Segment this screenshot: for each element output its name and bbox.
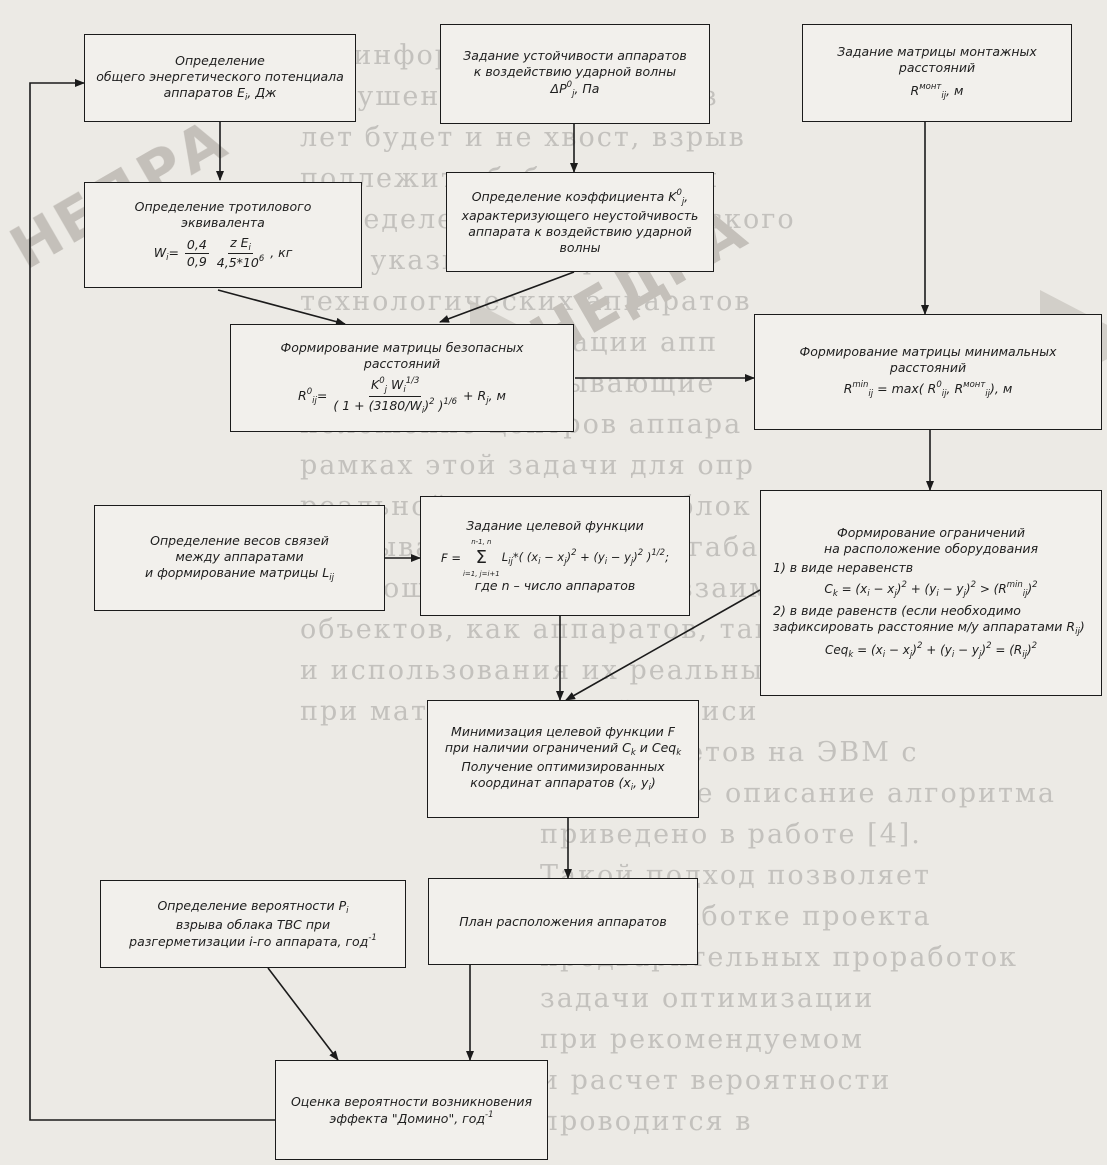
minimization-box: Минимизация целевой функции F при наличи… [427,700,699,818]
tnt-equivalent-box: Определение тротилового эквивалента Wi= … [84,182,362,288]
coef-line-2: характеризующего неустойчивость [461,207,699,223]
instability-coefficient-box: Определение коэффициента K0j, характериз… [446,172,714,272]
target-note: где n – число аппаратов [474,578,636,594]
minmat-formula: Rminij = max( R0ij, Rмонтij), м [843,380,1013,400]
stability-line-1: Задание устойчивости аппаратов [463,48,687,64]
safe-title: Формирование матрицы безопасных расстоян… [280,339,524,371]
link-weights-box: Определение весов связей между аппаратам… [94,505,385,611]
weights-line-1: Определение весов связей [150,532,329,548]
minimize-line-1: Минимизация целевой функции F [451,724,675,740]
explosion-probability-box: Определение вероятности Pi взрыва облака… [100,880,406,968]
layout-plan-box: План расположения аппаратов [428,878,698,965]
constraints-box: Формирование ограничений на расположение… [760,490,1102,696]
prob-line-2: взрыва облака ТВС при [175,916,331,932]
feedback-loop-line [29,79,280,1121]
weights-line-2: между аппаратами [175,548,304,564]
mount-title: Задание матрицы монтажных расстояний [837,44,1037,76]
constraint-eq-formula: Ceqk = (xi − xj)2 + (yi − yj)2 = (Rij)2 [824,641,1038,661]
constraint-ineq-label: 1) в виде неравенств [773,559,914,575]
minmat-title: Формирование матрицы минимальных расстоя… [799,344,1057,376]
energy-line-3: аппаратов Ei, Дж [163,84,277,103]
arrow-tnt-to-safe [217,289,346,326]
minimize-line-4: координат аппаратов (xi, yi) [470,775,656,793]
energy-line-2: общего энергетического потенциала [96,68,344,84]
energy-potential-box: Определение общего энергетического потен… [84,34,356,122]
constraint-eq-label: 2) в виде равенств (если необходимо [773,602,1021,618]
constraint-eq-label-2: зафиксировать расстояние м/у аппаратами … [773,618,1085,637]
tnt-title: Определение тротилового эквивалента [134,198,312,230]
domino-line-1: Оценка вероятности возникновения [290,1093,533,1109]
weights-line-3: и формирование матрицы Lij [145,564,334,583]
arrow-coef-to-safe [439,271,575,323]
prob-line-1: Определение вероятности Pi [157,898,349,917]
constraints-title-2: на расположение оборудования [823,540,1039,556]
constraints-title-1: Формирование ограничений [836,524,1026,540]
mounting-distances-box: Задание матрицы монтажных расстояний Rмо… [802,24,1072,122]
stability-box: Задание устойчивости аппаратов к воздейс… [440,24,710,124]
domino-effect-box: Оценка вероятности возникновения эффекта… [275,1060,548,1160]
plan-text: План расположения аппаратов [459,913,667,929]
minimize-line-3: Получение оптимизированных [461,759,665,774]
domino-line-2: эффекта "Домино", год-1 [329,1109,494,1126]
stability-line-2: к воздействию ударной волны [473,64,677,80]
coef-line-3: аппарата к воздействию ударной волны [468,223,692,255]
safe-distances-box: Формирование матрицы безопасных расстоян… [230,324,574,432]
coef-line-1: Определение коэффициента K0j, [471,188,689,208]
stability-symbol: ΔP0j, Па [550,80,600,100]
min-distances-box: Формирование матрицы минимальных расстоя… [754,314,1102,430]
prob-line-3: разгерметизации i-го аппарата, год-1 [129,932,377,949]
mount-symbol: Rмонтij, м [910,82,964,102]
arrow-prob-to-domino [267,967,339,1061]
constraint-ineq-formula: Ck = (xi − xj)2 + (yi − yj)2 > (Rminij)2 [824,579,1038,599]
energy-line-1: Определение [175,52,265,68]
target-title: Задание целевой функции [466,517,644,533]
safe-formula: R0ij= K0j Wi1/3 ( 1 + (3180/Wi)2 )1/6 + … [298,375,506,416]
arrow-constraints-to-minimize [565,589,761,701]
minimize-line-2: при наличии ограничений Ck и Ceqk [444,740,682,759]
